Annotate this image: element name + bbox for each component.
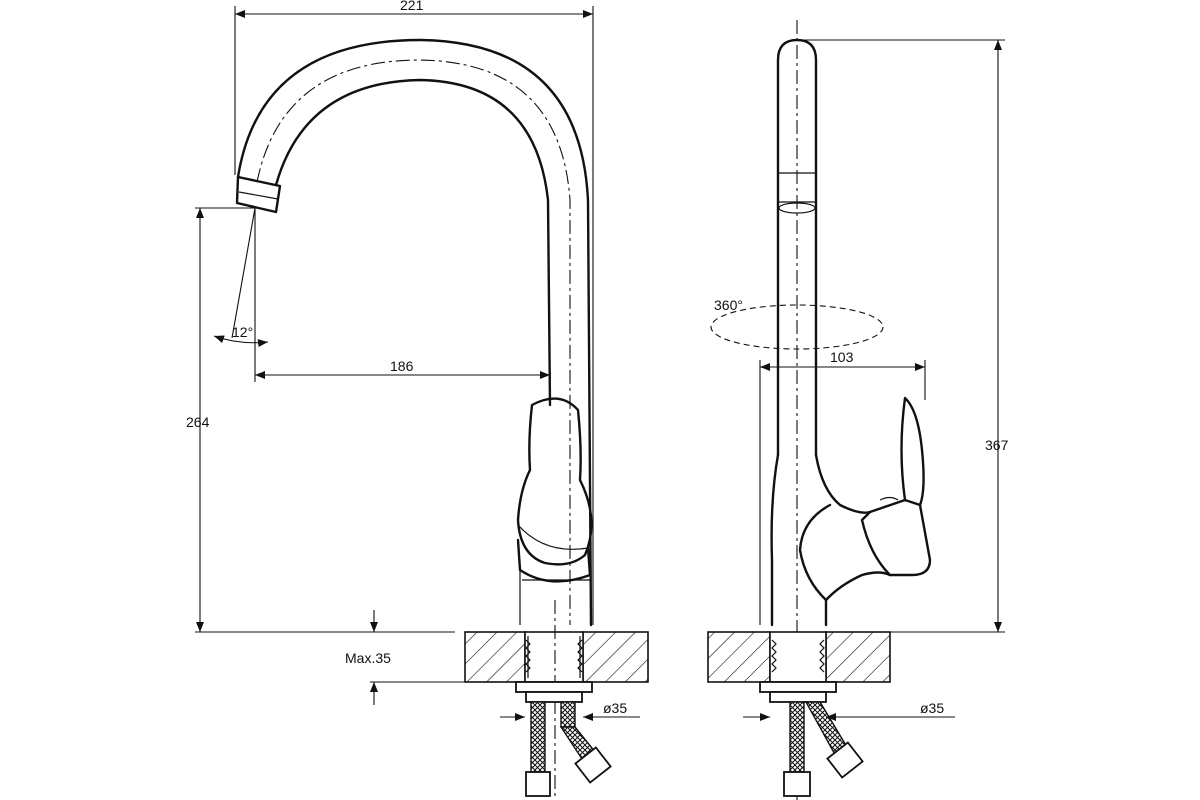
dim-hole-diameter-side: ø35 [743,700,955,721]
spout-angle-label: 12° [232,324,253,340]
dim-outlet-height-label: 264 [186,414,210,430]
hole-diameter-label-front: ø35 [603,700,627,716]
side-view: 360° 103 367 [707,20,1009,800]
dim-total-height: 367 [800,39,1009,633]
max-thickness-label: Max.35 [345,650,391,666]
mounting-assembly-front [515,681,612,797]
dim-spout-reach-label: 186 [390,358,414,374]
dim-hole-diameter-front: ø35 [500,700,640,721]
hole-diameter-label-side: ø35 [920,700,944,716]
dim-handle-depth-label: 103 [830,349,854,365]
dim-max-thickness: Max.35 [345,610,465,705]
dim-overall-width-label: 221 [400,0,424,13]
dim-handle-depth: 103 [759,349,926,625]
dim-total-height-label: 367 [985,437,1009,453]
rotation-indicator: 360° [710,297,884,350]
mounting-assembly-side [759,681,864,797]
rotation-label: 360° [714,297,743,313]
front-view: 221 264 [186,0,649,800]
faucet-body-side [770,396,932,627]
dim-overall-width: 221 [234,0,594,625]
dim-outlet-height: 264 [186,207,455,633]
worktop-section-side [707,631,891,683]
faucet-handle-front [516,397,593,625]
faucet-spout [235,38,593,627]
dim-spout-reach: 12° 186 [213,207,550,382]
